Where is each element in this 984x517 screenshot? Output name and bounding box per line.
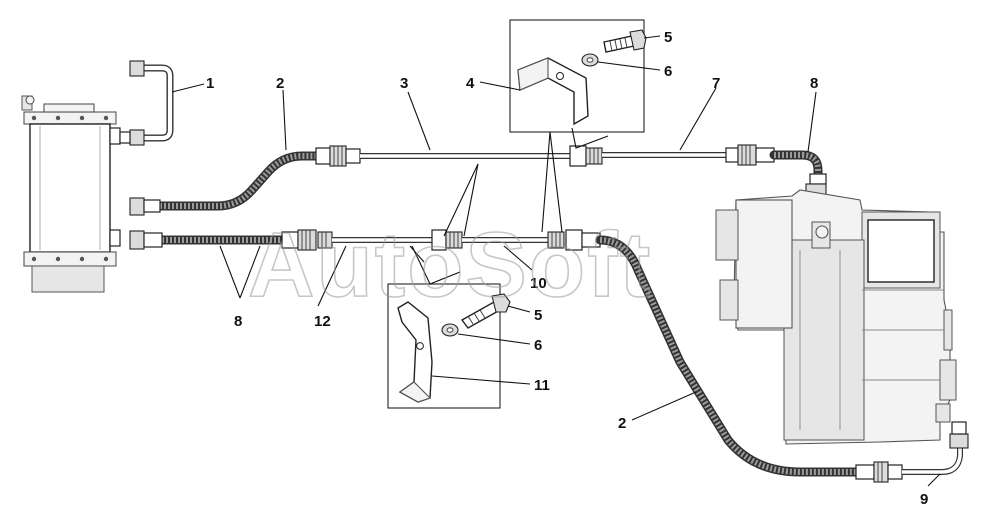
hose-part-2-upper: [129, 145, 361, 216]
detail-box-bottom: [387, 283, 511, 409]
callout-4: 4: [466, 75, 475, 92]
hose-part-2-lower: [595, 235, 903, 483]
upper-coupling: [569, 145, 603, 167]
lower-mid-coupling: [431, 229, 463, 251]
callout-12: 12: [314, 313, 331, 330]
hose-part-8-lower: [129, 229, 333, 251]
callout-5-top: 5: [664, 29, 672, 46]
transmission-housing: [715, 189, 957, 445]
callout-labels: 1 2 3 4 5 6 7 8 8 12 10 5 6 11 2 9: [206, 29, 928, 508]
watermark-text: AutoSoft: [248, 214, 652, 316]
callout-3: 3: [400, 75, 408, 92]
callout-8-bottom: 8: [234, 313, 242, 330]
callout-2-bottom: 2: [618, 415, 626, 432]
callout-9: 9: [920, 491, 928, 508]
elbow-tube-part-9: [902, 421, 969, 475]
callout-8-top: 8: [810, 75, 818, 92]
callout-10: 10: [530, 275, 547, 292]
u-tube-part-1: [119, 60, 174, 146]
detail-box-top: [509, 19, 647, 133]
callout-6-bottom: 6: [534, 337, 542, 354]
callout-11: 11: [534, 377, 550, 394]
oil-cooler: [21, 95, 121, 293]
callout-7: 7: [712, 75, 720, 92]
leader-lines: [171, 35, 941, 487]
callout-2-top: 2: [276, 75, 284, 92]
callout-5-bottom: 5: [534, 307, 542, 324]
callout-6-top: 6: [664, 63, 672, 80]
tube-part-7: [602, 144, 775, 166]
callout-1: 1: [206, 75, 214, 92]
tube-part-10: [462, 229, 601, 251]
